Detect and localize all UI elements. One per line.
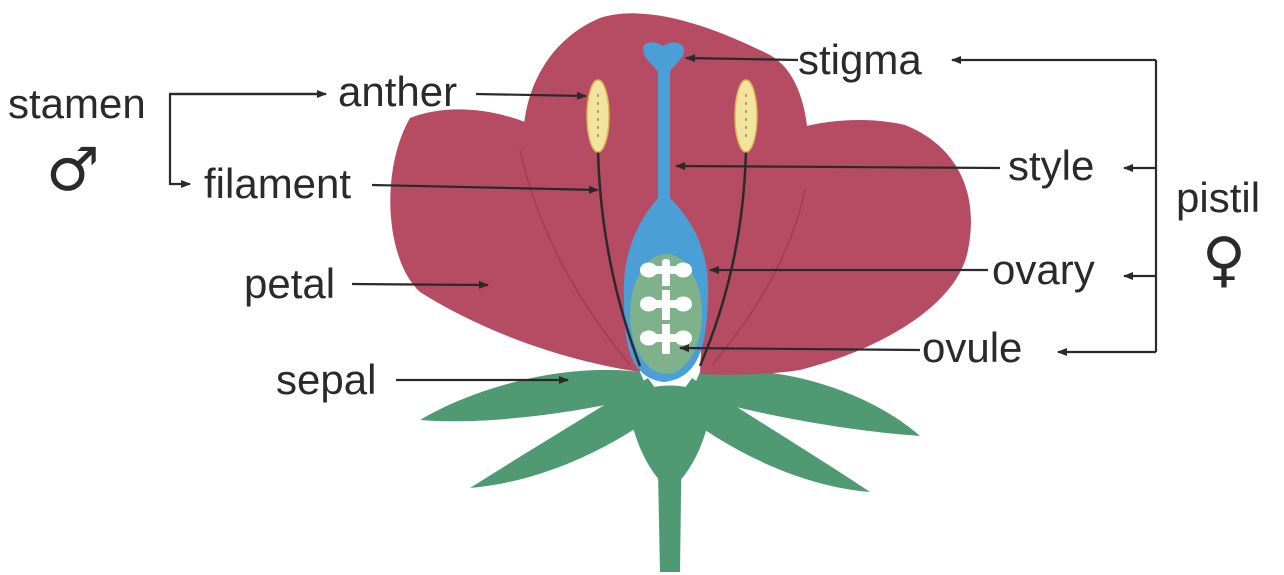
petal-pointer (352, 284, 488, 285)
label-style: style (1008, 142, 1094, 189)
anther-left (587, 80, 609, 152)
label-stamen: stamen (8, 80, 146, 127)
label-petal: petal (244, 260, 335, 307)
sepals (420, 370, 920, 492)
female-symbol: ♀ (1202, 225, 1246, 295)
label-ovule: ovule (922, 324, 1022, 371)
label-stigma: stigma (798, 36, 922, 83)
label-filament: filament (204, 160, 351, 207)
ovules (640, 259, 692, 354)
label-ovary: ovary (992, 246, 1095, 293)
label-pistil: pistil (1176, 174, 1260, 221)
label-anther: anther (338, 68, 457, 115)
male-symbol: ♂ (46, 135, 100, 205)
label-sepal: sepal (276, 356, 376, 403)
anther-right (735, 80, 757, 152)
sepal-center (628, 386, 712, 491)
